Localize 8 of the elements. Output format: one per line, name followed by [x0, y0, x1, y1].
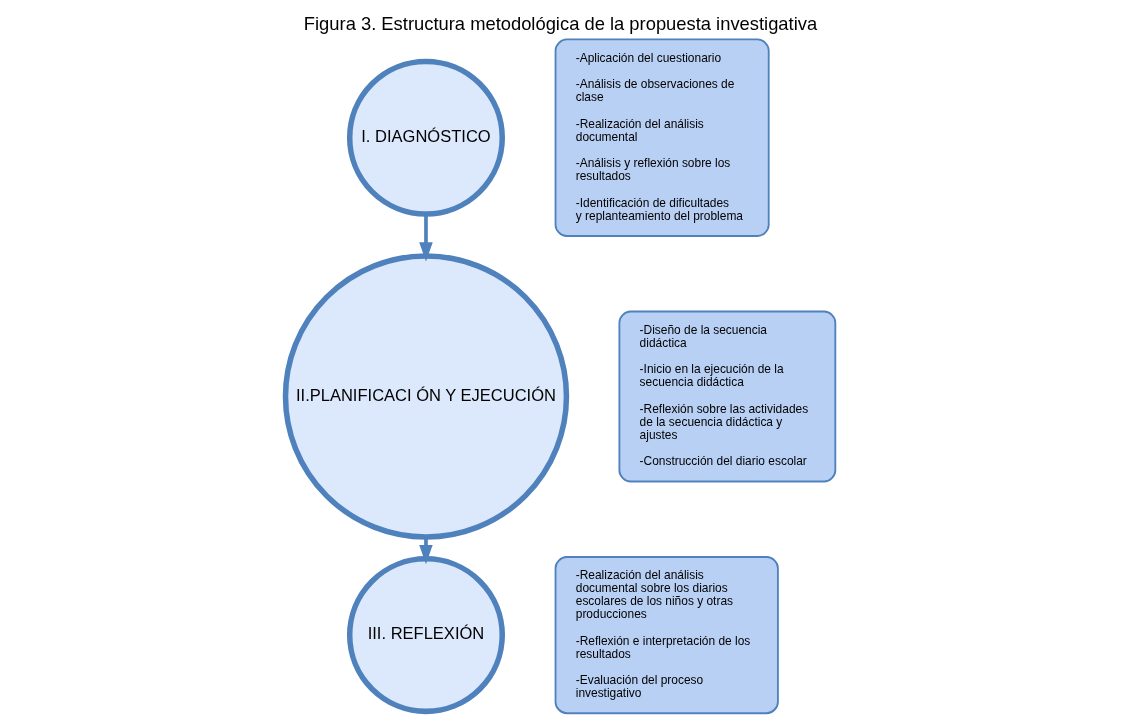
node-box: -Diseño de la secuencia didáctica -Inicio en la ejecución de la secuencia didáctica -Reflexión sobre las actividades de la secuencia didáctica y ajustes -Construcción del diario escolar — [618, 310, 837, 483]
node-circle: III. REFLEXIÓN — [346, 556, 505, 715]
node-circle: I. DIAGNÓSTICO — [346, 58, 505, 217]
arrow — [419, 213, 433, 262]
diagram-title: Figura 3. Estructura metodológica de la propuesta investigativa — [303, 13, 818, 35]
node-circle: II.PLANIFICACI ÓN Y EJECUCIÓN — [282, 253, 570, 540]
node-box: -Realización del análisis documental sobre los diarios escolares de los niños y otras producciones -Reflexión e interpretación de los resultados -Evaluación del proceso investigativo — [554, 556, 779, 715]
node-box: -Aplicación del cuestionario -Análisis de observaciones de clase -Realización del análisis documental -Análisis y reflexión sobre los resultados -Identificación de dificultades y replanteamiento del problema — [554, 38, 770, 237]
